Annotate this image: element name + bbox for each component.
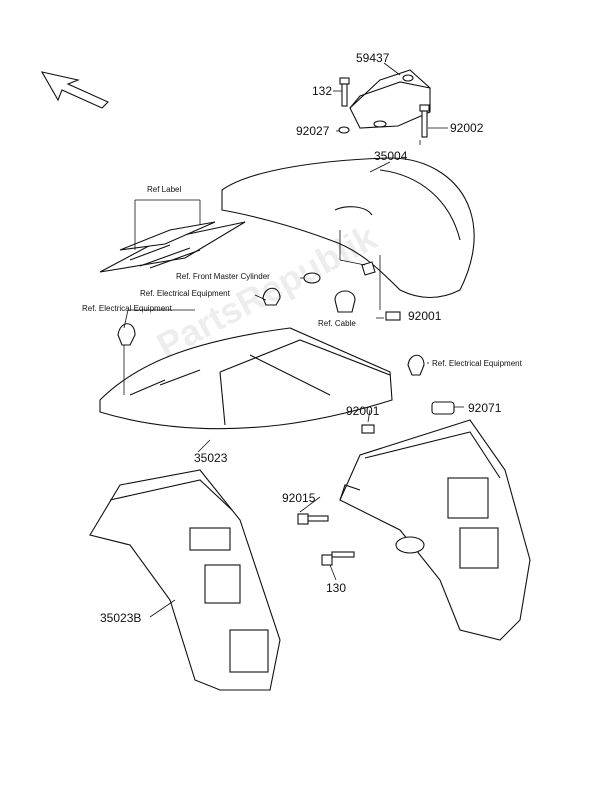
bolt-92015 — [297, 513, 329, 525]
front-fender-35004 — [221, 157, 475, 298]
label-92001-front: 92001 — [408, 309, 442, 323]
washer-92027 — [338, 126, 350, 134]
label-35004: 35004 — [374, 149, 408, 163]
ref-electrical-equipment-2: Ref. Electrical Equipment — [82, 304, 172, 313]
inner-fender-35023 — [99, 327, 393, 430]
ref-label-text: Ref Label — [147, 185, 182, 194]
electrical-clip-3 — [407, 354, 425, 376]
bolt-132 — [339, 77, 350, 107]
label-92071: 92071 — [468, 401, 502, 415]
cable-clamp — [334, 261, 376, 313]
front-master-cylinder-clamp — [303, 272, 321, 284]
label-132: 132 — [312, 84, 333, 98]
electrical-clip-2 — [117, 323, 136, 346]
label-35023: 35023 — [194, 451, 228, 465]
ref-electrical-equipment-1: Ref. Electrical Equipment — [140, 289, 230, 298]
ref-electrical-equipment-3: Ref. Electrical Equipment — [432, 359, 522, 368]
bracket-59437 — [349, 69, 431, 129]
label-92027: 92027 — [296, 124, 330, 138]
rear-fender-assembly — [339, 419, 531, 641]
rear-fender-35023b — [89, 469, 281, 691]
label-130: 130 — [326, 581, 347, 595]
electrical-clip-1 — [262, 287, 281, 306]
leader-lines — [123, 62, 464, 618]
label-59437: 59437 — [356, 51, 390, 65]
label-92002: 92002 — [450, 121, 484, 135]
grommet-92071 — [431, 401, 455, 415]
ref-front-master-cylinder: Ref. Front Master Cylinder — [176, 272, 270, 281]
ref-cable: Ref. Cable — [318, 319, 356, 328]
label-92015: 92015 — [282, 491, 316, 505]
bolt-92002 — [419, 104, 430, 138]
ref-label-sheets — [99, 199, 246, 273]
label-92001-rear: 92001 — [346, 404, 380, 418]
bolt-130 — [321, 551, 355, 566]
direction-arrow-icon — [40, 71, 109, 109]
screw-92001-front — [385, 311, 401, 321]
screw-92001-rear — [361, 424, 375, 434]
label-35023b: 35023B — [100, 611, 142, 625]
